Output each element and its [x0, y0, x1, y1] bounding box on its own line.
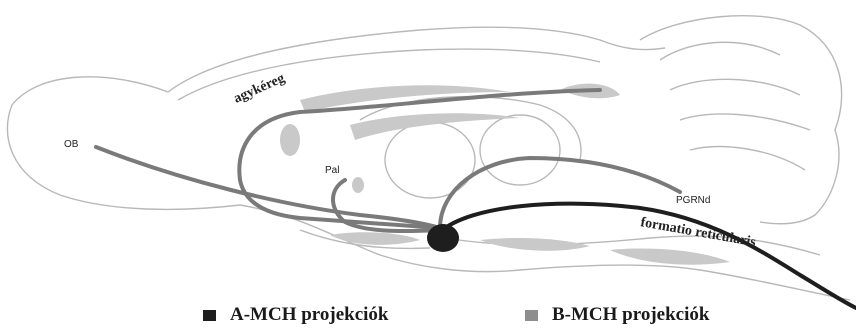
- legend-item-b: B-MCH projekciók: [525, 302, 709, 328]
- label-pgrnd: PGRNd: [676, 195, 710, 206]
- label-cortex: agykéreg: [232, 71, 288, 107]
- legend: A-MCH projekciók B-MCH projekciók: [0, 302, 856, 328]
- brain-outline: [7, 16, 850, 300]
- legend-swatch-b: [525, 310, 538, 321]
- b-mch-projections: [96, 90, 680, 231]
- pal-blob: [352, 177, 364, 193]
- a-mch-nucleus: [427, 224, 459, 252]
- hippocampus-blob: [350, 113, 520, 140]
- label-pal: Pal: [325, 165, 339, 176]
- legend-swatch-a: [203, 310, 216, 321]
- b-projection-ob: [96, 147, 440, 228]
- legend-label-a: A-MCH projekciók: [230, 304, 389, 326]
- olfactory-bulb-outline: [7, 77, 240, 210]
- label-ob: OB: [64, 139, 79, 150]
- midbrain-outline: [480, 115, 560, 185]
- striatum-blob: [280, 124, 300, 156]
- ventral-blob-2: [480, 238, 590, 251]
- cerebellum-folia: [660, 42, 810, 170]
- legend-item-a: A-MCH projekciók: [203, 302, 389, 328]
- thalamus-outline: [385, 122, 475, 198]
- cerebellum-outline: [640, 16, 842, 224]
- legend-label-b: B-MCH projekciók: [552, 304, 709, 326]
- ventral-blob-3: [610, 249, 730, 265]
